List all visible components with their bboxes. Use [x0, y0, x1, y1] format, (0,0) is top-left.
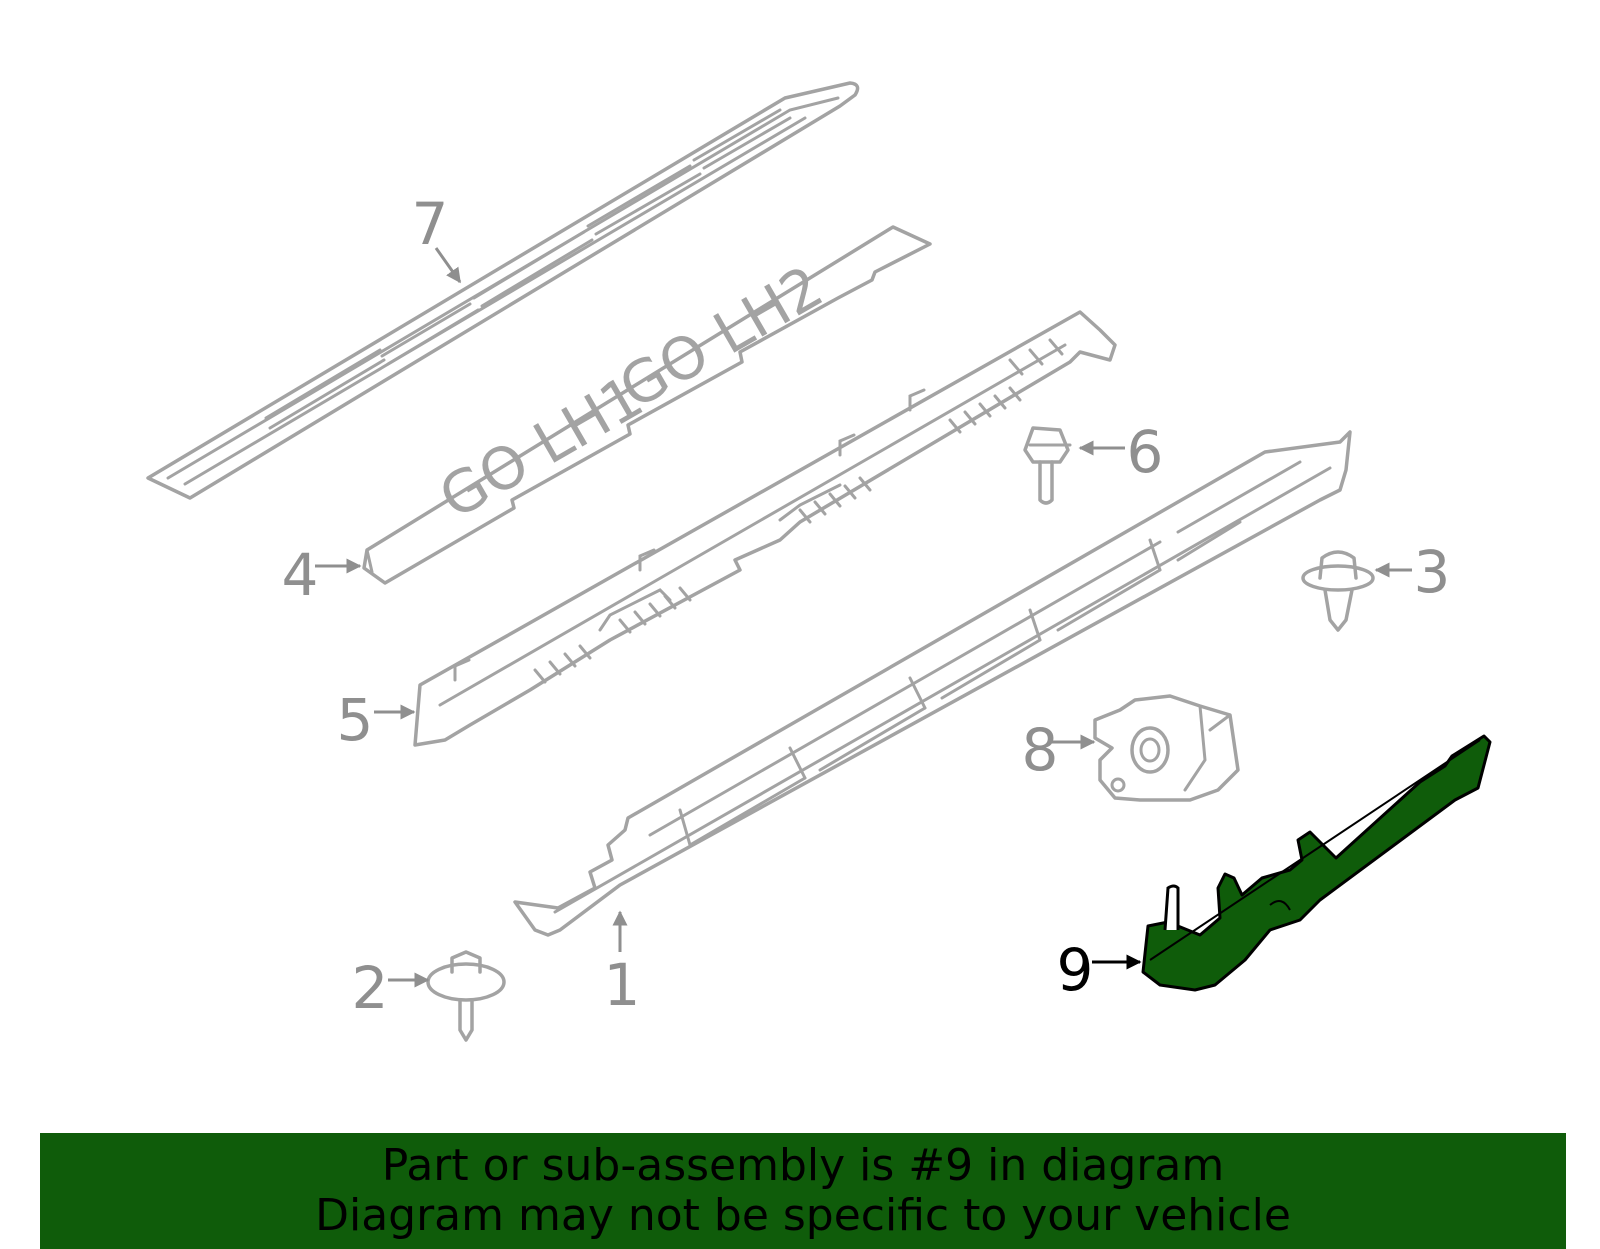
- callout-5: 5: [337, 686, 416, 754]
- banner-line-2: Diagram may not be specific to your vehi…: [315, 1190, 1291, 1241]
- callout-5-label: 5: [337, 686, 374, 754]
- callout-6-label: 6: [1127, 418, 1164, 486]
- callout-9-label: 9: [1057, 936, 1094, 1004]
- callout-1: 1: [604, 910, 641, 1019]
- stamp-go-lh2: GO LH2: [608, 252, 834, 422]
- callout-4: 4: [282, 541, 362, 609]
- callout-3: 3: [1374, 538, 1451, 606]
- callout-8-label: 8: [1022, 716, 1059, 784]
- part-4-finish-strip: [362, 225, 932, 585]
- callout-7-label: 7: [412, 190, 449, 258]
- part-8-sensor: [1093, 694, 1240, 802]
- part-9-highlighted-bracket: [1141, 734, 1492, 992]
- callout-3-label: 3: [1414, 538, 1451, 606]
- part-1-rocker-molding: [513, 430, 1352, 937]
- part-3-push-clip: [1301, 550, 1375, 632]
- callout-7: 7: [412, 190, 462, 284]
- banner-line-1: Part or sub-assembly is #9 in diagram: [381, 1140, 1225, 1191]
- part-2-flange-bolt: [426, 950, 506, 1042]
- callout-1-label: 1: [604, 951, 641, 1019]
- callout-8: 8: [1022, 716, 1096, 784]
- callout-2-label: 2: [352, 954, 389, 1022]
- callout-9[interactable]: 9: [1057, 936, 1142, 1004]
- stamp-go-lh1: GO LH1: [428, 362, 654, 532]
- callout-2: 2: [352, 954, 430, 1022]
- part-5-inner-trim: [413, 310, 1117, 747]
- callout-6: 6: [1078, 418, 1164, 486]
- info-banner: Part or sub-assembly is #9 in diagram Di…: [40, 1133, 1566, 1249]
- part-7-scuff-plate: [146, 81, 860, 500]
- part-6-bolt: [1023, 426, 1072, 505]
- callout-4-label: 4: [282, 541, 319, 609]
